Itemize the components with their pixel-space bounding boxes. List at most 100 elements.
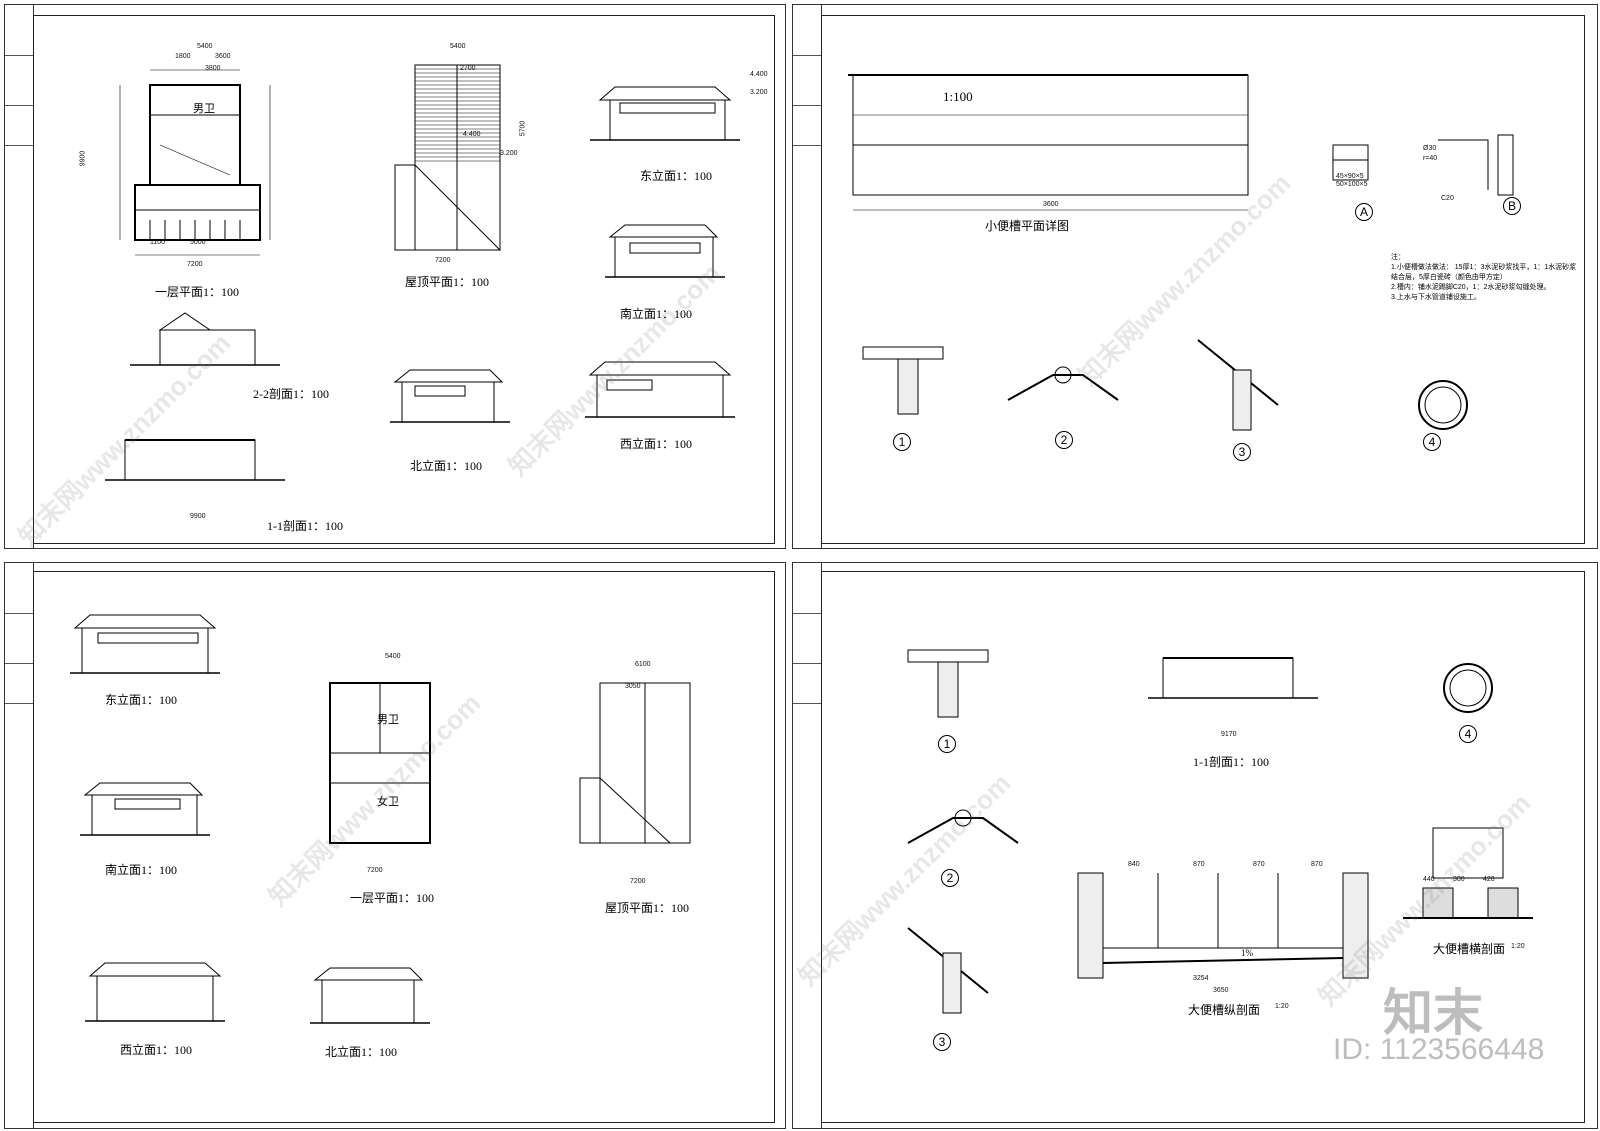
dim: 2700 bbox=[460, 65, 476, 72]
drawing-frame bbox=[33, 15, 775, 544]
dim: 7200 bbox=[187, 261, 203, 268]
sec11-title: 1-1剖面1：100 bbox=[267, 519, 343, 533]
south-title: 南立面1：100 bbox=[620, 307, 693, 321]
dim: 300 bbox=[1453, 876, 1465, 883]
west-elevation-drawing bbox=[85, 962, 225, 1022]
detail-a-drawing bbox=[1332, 144, 1369, 181]
urinal-plan-drawing bbox=[848, 74, 1249, 211]
note-line: 注： bbox=[1391, 254, 1405, 261]
dim: 3600 bbox=[215, 53, 231, 60]
title-strip bbox=[5, 5, 34, 548]
detail-1-drawing bbox=[907, 649, 989, 718]
dim: C20 bbox=[1441, 195, 1454, 202]
dim: 7200 bbox=[630, 878, 646, 885]
dim: 420 bbox=[1483, 876, 1495, 883]
detail-marker: 2 bbox=[941, 869, 959, 887]
detail-marker: 3 bbox=[933, 1033, 951, 1051]
north-elevation-drawing bbox=[390, 369, 510, 423]
plan-title: 一层平面1：100 bbox=[350, 891, 435, 905]
dim: 3800 bbox=[205, 65, 221, 72]
dim: 3050 bbox=[625, 683, 641, 690]
dim: 4.400 bbox=[463, 131, 481, 138]
west-title: 西立面1：100 bbox=[620, 437, 693, 451]
roof-plan-drawing bbox=[394, 64, 502, 251]
dim: 840 bbox=[1128, 861, 1140, 868]
room-label: 男卫 bbox=[193, 103, 215, 115]
dim: r=40 bbox=[1423, 155, 1438, 162]
drawing-frame bbox=[33, 571, 775, 1123]
dim: 7200 bbox=[367, 867, 383, 874]
floor-plan-drawing bbox=[329, 682, 431, 844]
note-line: 1.小便槽做法做法： 15厚1：3水泥砂浆找平，1：1水泥砂浆 bbox=[1391, 264, 1577, 271]
trench-cross-section-drawing bbox=[1403, 827, 1533, 919]
north-elevation-drawing bbox=[310, 967, 430, 1024]
sheet-2: 1:100 3600 小便槽平面详图 45×90×5 50×100×5 A Ø3… bbox=[792, 4, 1598, 549]
dim: 5400 bbox=[450, 43, 466, 50]
room-label: 女卫 bbox=[377, 796, 399, 808]
detail-2-drawing bbox=[907, 809, 1019, 844]
detail-b-marker: B bbox=[1503, 197, 1521, 215]
note-line: 结合层，5厚白瓷砖（颜色由甲方定） bbox=[1391, 274, 1507, 281]
floor-plan-drawing bbox=[119, 69, 271, 256]
dim: 3600 bbox=[1043, 201, 1059, 208]
east-elevation-drawing bbox=[70, 614, 220, 674]
brand-logo: 知末 bbox=[1383, 985, 1483, 1041]
detail-marker: 3 bbox=[1233, 443, 1251, 461]
detail-1-drawing bbox=[862, 346, 944, 415]
roof-title: 屋顶平面1：100 bbox=[605, 901, 690, 915]
detail-b-drawing bbox=[1438, 134, 1514, 196]
detail-marker: 1 bbox=[893, 433, 911, 451]
trench-long-title: 大便槽纵剖面 bbox=[1188, 1003, 1261, 1017]
east-title: 东立面1：100 bbox=[105, 693, 178, 707]
note-line: 2.槽内：铺水泥踢脚C20，1：2水泥砂浆勾缝处理。 bbox=[1391, 284, 1551, 291]
sheet-1: 男卫 5400 1800 3600 3800 5000 7200 1100 99… bbox=[4, 4, 786, 549]
detail-2-drawing bbox=[1007, 366, 1119, 401]
detail-a-marker: A bbox=[1355, 203, 1373, 221]
scale-text: 1:100 bbox=[943, 89, 973, 104]
dim: 3254 bbox=[1193, 975, 1209, 982]
dim: 870 bbox=[1311, 861, 1323, 868]
sec11-title: 1-1剖面1：100 bbox=[1193, 755, 1269, 769]
east-title: 东立面1：100 bbox=[640, 169, 713, 183]
dim: 9900 bbox=[190, 513, 206, 520]
dim: 1800 bbox=[175, 53, 191, 60]
south-elevation-drawing bbox=[80, 782, 210, 836]
plan-title: 一层平面1：100 bbox=[155, 285, 240, 299]
detail-marker: 1 bbox=[938, 735, 956, 753]
trench-long-section-drawing bbox=[1077, 872, 1369, 979]
dim: 870 bbox=[1253, 861, 1265, 868]
dim: 870 bbox=[1193, 861, 1205, 868]
north-title: 北立面1：100 bbox=[410, 459, 483, 473]
notes: 注： 1.小便槽做法做法： 15厚1：3水泥砂浆找平，1：1水泥砂浆 结合层，5… bbox=[1391, 253, 1576, 303]
room-label: 男卫 bbox=[377, 714, 399, 726]
dim: 3650 bbox=[1213, 987, 1229, 994]
sec22-title: 2-2剖面1：100 bbox=[253, 387, 329, 401]
detail-3-drawing bbox=[907, 927, 989, 1014]
title-strip bbox=[5, 563, 34, 1128]
detail-marker: 4 bbox=[1459, 725, 1477, 743]
trench-cross-title: 大便槽横剖面 bbox=[1433, 942, 1506, 956]
section-11-drawing bbox=[1148, 657, 1318, 699]
sheet-3: 东立面1：100 南立面1：100 男卫 女卫 5400 7200 一层平面1：… bbox=[4, 562, 786, 1129]
north-title: 北立面1：100 bbox=[325, 1045, 398, 1059]
dim: 1100 bbox=[150, 239, 166, 246]
roof-title: 屋顶平面1：100 bbox=[405, 275, 490, 289]
east-elevation-drawing bbox=[590, 86, 740, 141]
detail-marker: 2 bbox=[1055, 431, 1073, 449]
scale-text: 1:20 bbox=[1511, 943, 1525, 950]
detail-4-drawing bbox=[1418, 380, 1468, 430]
title-strip bbox=[793, 563, 822, 1128]
dim: 9170 bbox=[1221, 731, 1237, 738]
detail-marker: 4 bbox=[1423, 433, 1441, 451]
dim: Ø30 bbox=[1423, 145, 1437, 152]
dim: 6100 bbox=[635, 661, 651, 668]
sheet-4: 1 9170 1-1剖面1：100 4 2 3 840 870 870 870 … bbox=[792, 562, 1598, 1129]
dim: 5700 bbox=[519, 120, 527, 137]
title-strip bbox=[793, 5, 822, 548]
urinal-title: 小便槽平面详图 bbox=[985, 219, 1070, 233]
detail-3-drawing bbox=[1197, 339, 1279, 431]
dim: 440 bbox=[1423, 876, 1435, 883]
dim: 50×100×5 bbox=[1336, 181, 1368, 188]
west-title: 西立面1：100 bbox=[120, 1043, 193, 1057]
dim: 3.200 bbox=[750, 89, 768, 96]
